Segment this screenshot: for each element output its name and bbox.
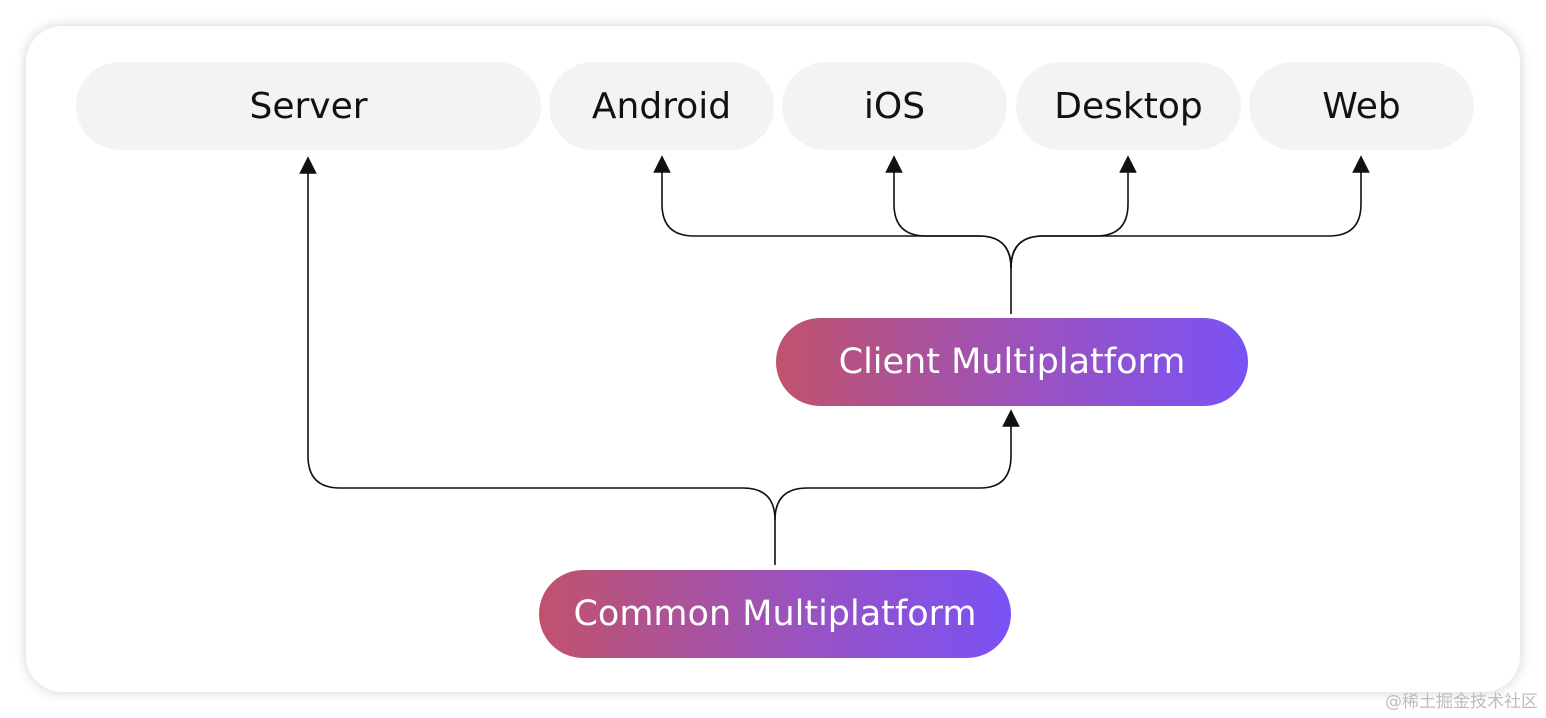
server-node: Server	[76, 62, 541, 150]
web-label: Web	[1322, 85, 1401, 127]
web-node: Web	[1249, 62, 1474, 150]
desktop-node: Desktop	[1016, 62, 1241, 150]
client-multiplatform-node: Client Multiplatform	[776, 318, 1248, 406]
ios-label: iOS	[863, 85, 926, 127]
desktop-label: Desktop	[1054, 85, 1203, 127]
common-multiplatform-node: Common Multiplatform	[539, 570, 1011, 658]
android-label: Android	[591, 85, 732, 127]
server-label: Server	[249, 85, 368, 127]
common-multiplatform-label: Common Multiplatform	[573, 594, 977, 634]
android-node: Android	[549, 62, 774, 150]
ios-node: iOS	[782, 62, 1007, 150]
client-multiplatform-label: Client Multiplatform	[838, 342, 1186, 382]
watermark: @稀土掘金技术社区	[1385, 692, 1538, 712]
